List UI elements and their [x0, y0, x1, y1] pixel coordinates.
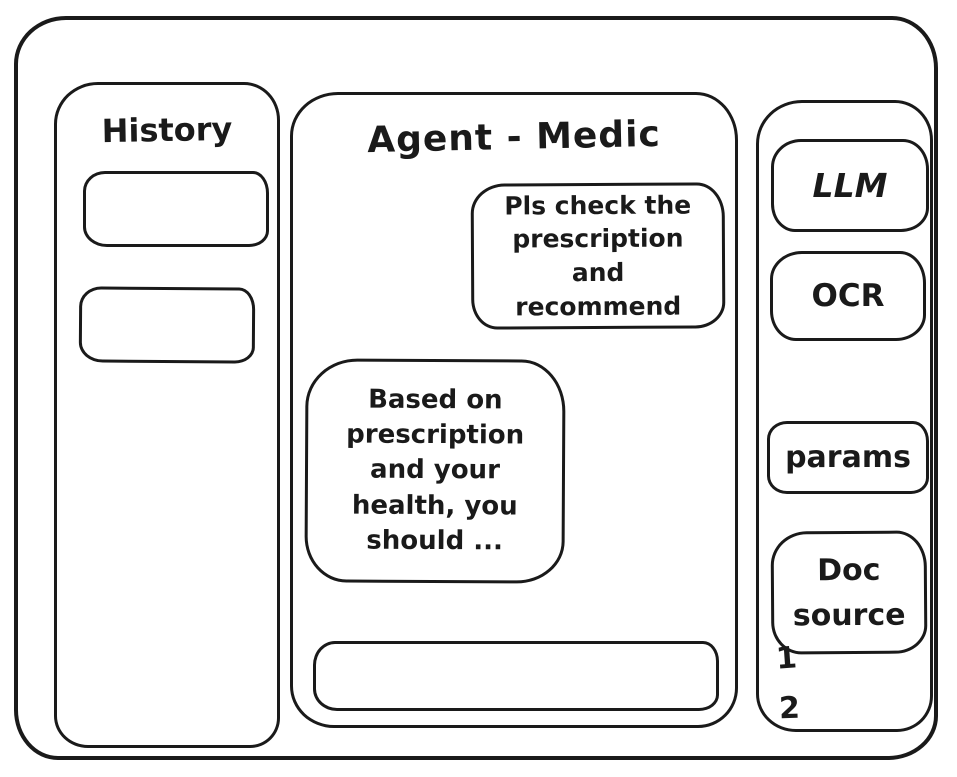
tools-panel: LLM OCR params Doc source 1 2 — [756, 100, 933, 732]
ocr-button[interactable]: OCR — [770, 251, 926, 341]
history-panel: History — [54, 82, 280, 748]
history-item[interactable] — [83, 171, 269, 247]
params-button[interactable]: params — [767, 421, 929, 494]
chat-panel: Agent - Medic Pls check the prescription… — [290, 92, 738, 728]
history-title: History — [101, 109, 233, 151]
doc-source-item-2[interactable]: 2 — [778, 690, 801, 727]
chat-input[interactable] — [313, 641, 719, 711]
app-frame: History Agent - Medic Pls check the pres… — [14, 16, 938, 760]
user-message-bubble: Pls check the prescription and recommend — [470, 182, 726, 330]
chat-title: Agent - Medic — [366, 113, 662, 162]
agent-message-bubble: Based on prescription and your health, y… — [304, 358, 566, 584]
history-item[interactable] — [78, 286, 256, 364]
doc-source-button[interactable]: Doc source — [770, 530, 928, 655]
doc-source-item-1[interactable]: 1 — [774, 640, 799, 677]
llm-button[interactable]: LLM — [771, 139, 929, 232]
